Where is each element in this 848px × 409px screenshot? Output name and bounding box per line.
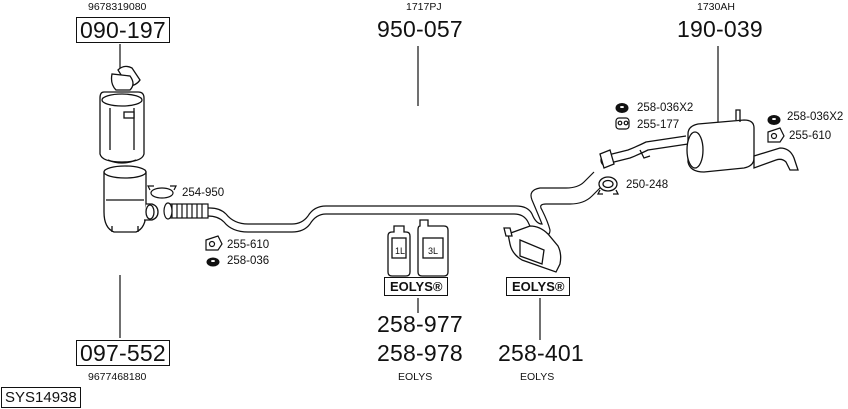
- part-number-particulate-filter[interactable]: 097-552: [76, 340, 170, 366]
- oe-ref-top-left: 9678319080: [88, 1, 147, 13]
- system-id: SYS14938: [1, 387, 81, 408]
- bottle-large-volume: 3L: [428, 246, 439, 256]
- part-number-clamp-front[interactable]: 254-950: [182, 187, 225, 199]
- fluid-brand-caption: EOLYS: [398, 371, 433, 383]
- part-number-middle-pipe[interactable]: 950-057: [377, 16, 463, 42]
- eolys-label-bag: EOLYS®: [506, 277, 571, 296]
- holder-rear-a-drawing: [615, 117, 630, 130]
- holder-rear-b-drawing: [767, 127, 785, 143]
- part-number-holder-rear-b[interactable]: 255-610: [789, 130, 832, 142]
- rear-silencer-drawing: [599, 109, 799, 173]
- part-number-fluid-a[interactable]: 258-977: [377, 311, 463, 337]
- particulate-filter-drawing: [103, 165, 159, 233]
- bag-brand-caption: EOLYS: [520, 371, 555, 383]
- part-number-catalyst[interactable]: 090-197: [76, 17, 170, 43]
- holder-front-drawing: [205, 235, 223, 251]
- part-number-ring-rear-a[interactable]: 258-036X2: [637, 102, 694, 114]
- part-number-ring-rear-b[interactable]: 258-036X2: [787, 111, 844, 123]
- part-number-holder-front[interactable]: 255-610: [227, 239, 270, 251]
- additive-bottles-drawing: [387, 219, 449, 277]
- middle-pipe-drawing: [163, 171, 603, 237]
- part-number-ring-front[interactable]: 258-036: [227, 255, 270, 267]
- oe-ref-bottom-left: 9677468180: [88, 371, 147, 383]
- eolys-label-fluid: EOLYS®: [384, 277, 449, 296]
- ring-rear-a-drawing: [615, 103, 629, 113]
- clamp-front-drawing: [147, 185, 177, 199]
- catalyst-drawing: [99, 65, 145, 164]
- part-number-holder-rear-a[interactable]: 255-177: [637, 119, 680, 131]
- ring-front-drawing: [206, 257, 220, 267]
- additive-bag-drawing: [503, 225, 562, 273]
- clamp-rear-drawing: [596, 176, 620, 195]
- ring-rear-b-drawing: [767, 115, 781, 125]
- part-number-rear-silencer[interactable]: 190-039: [677, 16, 763, 42]
- oe-ref-top-middle: 1717PJ: [406, 1, 442, 13]
- bottle-small-volume: 1L: [395, 246, 406, 256]
- oe-ref-top-right: 1730AH: [697, 1, 735, 13]
- part-number-fluid-b[interactable]: 258-978: [377, 340, 463, 366]
- part-number-clamp-rear[interactable]: 250-248: [626, 179, 669, 191]
- part-number-bag[interactable]: 258-401: [498, 340, 584, 366]
